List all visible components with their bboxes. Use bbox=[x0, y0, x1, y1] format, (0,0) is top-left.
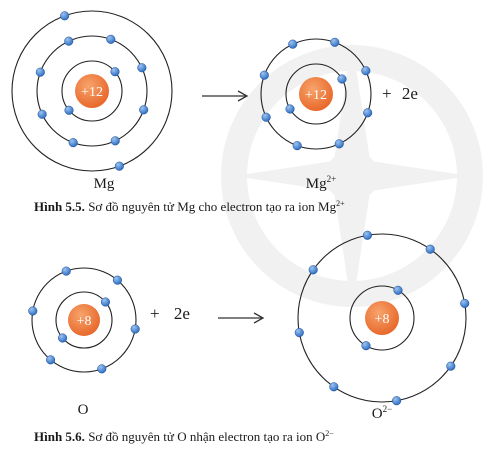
electron bbox=[106, 34, 116, 44]
electron bbox=[110, 67, 120, 77]
electron bbox=[361, 341, 371, 351]
arrow-right-icon bbox=[218, 312, 265, 324]
electrons-text: 2e bbox=[401, 84, 418, 103]
nucleus-charge: +8 bbox=[375, 312, 390, 327]
atom-mg-ion: +12 bbox=[259, 37, 373, 151]
electron-transfer-o: + 2e bbox=[150, 304, 190, 324]
electron bbox=[294, 328, 304, 338]
electron bbox=[64, 105, 74, 115]
nucleus bbox=[365, 301, 399, 335]
nucleus-charge: +12 bbox=[81, 85, 103, 100]
electron-shell bbox=[349, 285, 415, 351]
electron bbox=[329, 382, 339, 392]
electron bbox=[28, 306, 38, 316]
electron-shell bbox=[31, 267, 137, 373]
electron bbox=[110, 136, 120, 146]
electron bbox=[137, 63, 147, 73]
electron bbox=[392, 396, 402, 406]
nucleus bbox=[299, 77, 333, 111]
atom-label-mg: Mg bbox=[93, 176, 115, 192]
electron bbox=[330, 37, 340, 47]
figure-caption-5-5: Hình 5.5. Sơ đồ nguyên tử Mg cho electro… bbox=[34, 199, 345, 214]
electron bbox=[64, 36, 74, 46]
electron bbox=[35, 67, 45, 77]
electron-shell bbox=[36, 35, 148, 147]
electron bbox=[292, 141, 302, 151]
electron bbox=[361, 66, 371, 76]
electron bbox=[288, 39, 298, 49]
electron bbox=[425, 244, 435, 254]
electron-shell bbox=[11, 10, 173, 172]
electron bbox=[112, 275, 122, 285]
plus-sign: + bbox=[382, 84, 392, 103]
atom-mg: +12 bbox=[11, 10, 173, 172]
electron-shell bbox=[61, 60, 123, 122]
electron-transfer-mg: + 2e bbox=[382, 84, 418, 104]
ion-label-o: O2− bbox=[371, 404, 393, 422]
electron bbox=[363, 108, 373, 118]
electron bbox=[139, 105, 149, 115]
electron-shell bbox=[260, 38, 372, 150]
ion-label-mg: Mg2+ bbox=[305, 174, 337, 192]
electron bbox=[58, 333, 68, 343]
electron bbox=[261, 112, 271, 122]
electron bbox=[97, 364, 107, 374]
nucleus-charge: +12 bbox=[305, 88, 327, 103]
electron-shell bbox=[297, 233, 467, 403]
electron bbox=[259, 70, 269, 80]
atom-o: +8 bbox=[28, 266, 140, 374]
arrow-right-icon bbox=[202, 90, 249, 102]
electron bbox=[60, 11, 70, 21]
electron bbox=[68, 138, 78, 148]
electron bbox=[37, 109, 47, 119]
electron bbox=[393, 285, 403, 295]
electron bbox=[362, 230, 372, 240]
electron-shell bbox=[285, 63, 347, 125]
electron bbox=[285, 104, 295, 114]
electron bbox=[446, 361, 456, 371]
electron bbox=[460, 298, 470, 308]
plus-sign: + bbox=[150, 304, 160, 323]
nucleus bbox=[75, 74, 109, 108]
figure-caption-5-6: Hình 5.6. Sơ đồ nguyên tử O nhận electro… bbox=[34, 429, 334, 444]
electrons-text: 2e bbox=[173, 304, 190, 323]
nucleus bbox=[68, 304, 100, 336]
compass-watermark-icon bbox=[221, 42, 483, 310]
electron bbox=[334, 139, 344, 149]
electron-shell bbox=[55, 291, 113, 349]
electron bbox=[337, 74, 347, 84]
nucleus-charge: +8 bbox=[77, 314, 92, 329]
atom-label-o: O bbox=[77, 402, 89, 418]
electron bbox=[308, 265, 318, 275]
electron bbox=[100, 297, 110, 307]
electron bbox=[46, 355, 56, 365]
atom-o-ion: +8 bbox=[294, 230, 470, 406]
electron bbox=[130, 324, 140, 334]
electron bbox=[114, 161, 124, 171]
electron bbox=[61, 266, 71, 276]
